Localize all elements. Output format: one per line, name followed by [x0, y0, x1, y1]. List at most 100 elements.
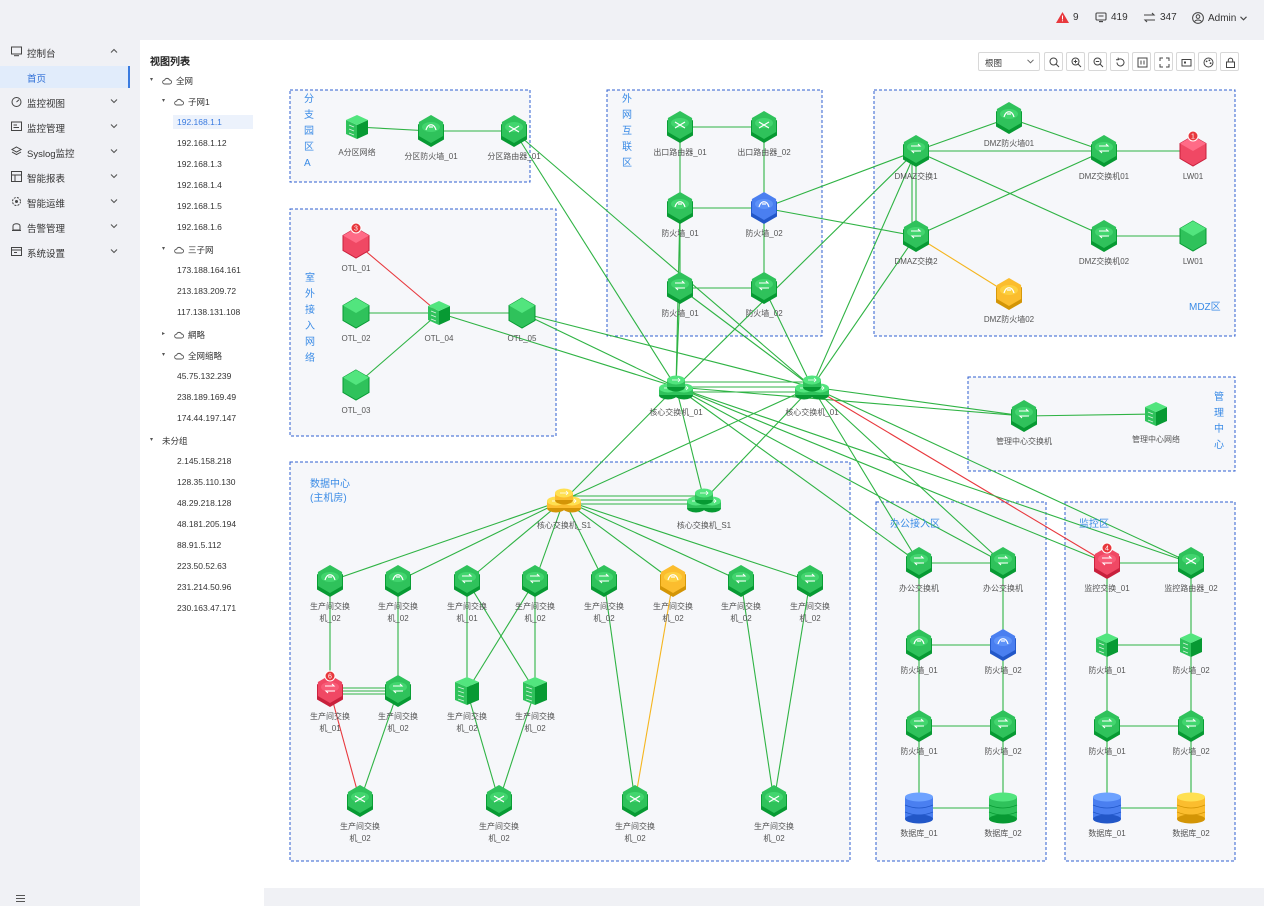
topology-link[interactable]: [675, 386, 705, 501]
topology-link[interactable]: [811, 386, 1108, 564]
refresh-button[interactable]: [1110, 52, 1129, 71]
device-switch-icon[interactable]: 办公交换机: [899, 547, 939, 593]
tree-node[interactable]: 173.188.164.161: [177, 265, 241, 275]
device-firewall-icon[interactable]: 防火墙_02: [984, 629, 1022, 675]
device-core-icon[interactable]: 核心交换机_01: [785, 375, 839, 418]
topology-link[interactable]: [763, 287, 813, 388]
topology-link[interactable]: [811, 386, 920, 564]
device-switch-icon[interactable]: 防火墙_01: [661, 272, 699, 318]
zone-box[interactable]: [967, 376, 1236, 472]
nav-alarm-manage[interactable]: 告警管理: [0, 216, 130, 238]
zone-box[interactable]: [873, 89, 1236, 337]
device-hex-icon[interactable]: OTL_02: [342, 297, 371, 343]
link-indicator[interactable]: 347: [1143, 12, 1177, 23]
tree-expand-icon[interactable]: ▾: [162, 352, 166, 358]
tree-expand-icon[interactable]: ▾: [162, 98, 166, 104]
topology-link[interactable]: [521, 312, 677, 388]
device-switch-icon[interactable]: 办公交换机: [983, 547, 1023, 593]
topology-link[interactable]: [1023, 413, 1157, 417]
device-switch-icon[interactable]: DMAZ交换1: [894, 135, 938, 181]
tree-node[interactable]: 231.214.50.96: [177, 582, 231, 592]
device-hex-icon[interactable]: OTL_05: [508, 297, 537, 343]
device-db-icon[interactable]: 数据库_01: [900, 792, 938, 839]
tree-node[interactable]: 117.138.131.108: [177, 307, 240, 317]
topology-link[interactable]: [355, 312, 440, 386]
device-building-icon[interactable]: A分区网络: [338, 115, 376, 157]
device-switch-icon[interactable]: 生产间交换机_02: [378, 675, 418, 733]
device-rack-icon[interactable]: 生产间交换机_02: [447, 677, 487, 733]
topology-link[interactable]: [563, 499, 811, 582]
device-switch-icon[interactable]: 生产间交换机_02: [515, 565, 555, 623]
nav-monitor-manage[interactable]: 监控管理: [0, 116, 130, 138]
tree-node[interactable]: 未分组: [162, 435, 188, 447]
topology-link[interactable]: [513, 130, 813, 388]
topology-link[interactable]: [773, 580, 811, 802]
device-router-icon[interactable]: 生产间交换机_02: [615, 785, 655, 843]
device-indicator[interactable]: 419: [1095, 12, 1128, 23]
device-server-icon[interactable]: OTL_04: [425, 301, 454, 343]
topology-link[interactable]: [466, 580, 536, 692]
zoom-out-button[interactable]: [1088, 52, 1107, 71]
topology-link[interactable]: [438, 312, 677, 388]
topology-link[interactable]: [634, 580, 674, 802]
topology-link[interactable]: [675, 386, 920, 564]
search-button[interactable]: [1044, 52, 1063, 71]
topology-link[interactable]: [675, 287, 681, 388]
device-router-icon[interactable]: 生产间交换机_02: [479, 785, 519, 843]
nav-home[interactable]: 首页: [0, 66, 130, 88]
device-router-icon[interactable]: 出口路由器_02: [737, 111, 791, 157]
topology-link[interactable]: [915, 235, 1010, 295]
nav-syslog[interactable]: Syslog监控: [0, 141, 130, 163]
device-building-icon[interactable]: 管理中心网络: [1132, 402, 1180, 444]
topology-link[interactable]: [763, 207, 917, 237]
device-hex-icon[interactable]: LW01: [1179, 220, 1207, 266]
device-server-icon[interactable]: 防火墙_02: [1172, 633, 1210, 675]
tree-node[interactable]: 網略: [174, 329, 205, 341]
tree-node[interactable]: 48.181.205.194: [177, 519, 236, 529]
nav-settings[interactable]: 系统设置: [0, 241, 130, 263]
topology-link[interactable]: [763, 150, 917, 209]
device-switch-icon[interactable]: DMZ交换机02: [1079, 220, 1130, 266]
zone-box[interactable]: [289, 89, 531, 183]
topology-link[interactable]: [675, 150, 917, 388]
device-db-icon[interactable]: 数据库_02: [1172, 792, 1210, 839]
topology-link[interactable]: [513, 130, 677, 388]
device-switch-icon[interactable]: DMZ交换机01: [1079, 135, 1130, 181]
device-switch-icon[interactable]: 生产间交换机_02: [721, 565, 761, 623]
fit-button[interactable]: [1132, 52, 1151, 71]
device-switch-icon[interactable]: 防火墙_02: [1172, 710, 1210, 756]
device-switch-icon[interactable]: 生产间交换机_01: [447, 565, 487, 623]
device-db-icon[interactable]: 数据库_01: [1088, 792, 1126, 839]
topology-link[interactable]: [563, 499, 742, 582]
tree-node[interactable]: 174.44.197.147: [177, 413, 236, 423]
tree-node[interactable]: 230.163.47.171: [177, 603, 236, 613]
topology-link[interactable]: [811, 386, 1004, 564]
fullscreen-button[interactable]: [1154, 52, 1173, 71]
lock-button[interactable]: [1220, 52, 1239, 71]
device-router-icon[interactable]: 分区路由器_01: [487, 115, 541, 161]
nav-monitor-view[interactable]: 监控视图: [0, 91, 130, 113]
nav-dashboard[interactable]: 控制台: [0, 41, 130, 63]
topology-link[interactable]: [740, 580, 775, 802]
device-firewall-icon[interactable]: 生产间交换机_02: [310, 565, 350, 623]
zone-box[interactable]: [606, 89, 823, 337]
topology-link[interactable]: [811, 150, 917, 388]
topology-link[interactable]: [563, 499, 674, 582]
device-router-icon[interactable]: 生产间交换机_02: [340, 785, 380, 843]
palette-button[interactable]: [1198, 52, 1217, 71]
device-switch-icon[interactable]: 防火墙_01: [900, 710, 938, 756]
view-select[interactable]: 根图: [978, 52, 1040, 71]
device-firewall-icon[interactable]: 防火墙_01: [900, 629, 938, 675]
device-firewall-icon[interactable]: 防火墙_02: [745, 192, 783, 238]
tree-node[interactable]: 2.145.158.218: [177, 456, 231, 466]
tree-node[interactable]: 238.189.169.49: [177, 392, 236, 402]
device-router-icon[interactable]: 出口路由器_01: [653, 111, 707, 157]
device-hex-icon[interactable]: OTL_03: [342, 369, 371, 415]
tree-node[interactable]: 213.183.209.72: [177, 286, 236, 296]
tree-node[interactable]: 48.29.218.128: [177, 498, 231, 508]
export-button[interactable]: [1176, 52, 1195, 71]
device-switch-icon[interactable]: 管理中心交换机: [996, 400, 1052, 446]
